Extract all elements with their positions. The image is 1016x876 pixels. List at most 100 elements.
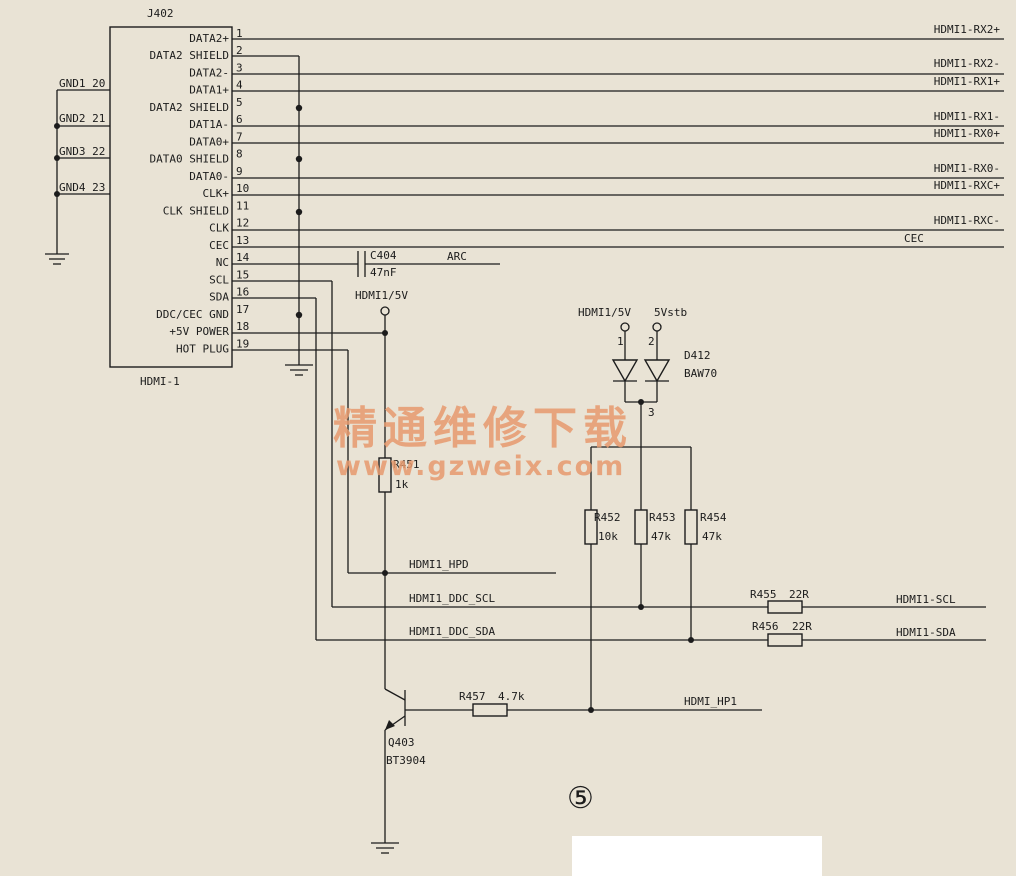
pin-number: 19	[236, 337, 249, 350]
pin-number: 1	[236, 27, 243, 40]
diode-b-triangle	[643, 359, 671, 383]
pin-number: 14	[236, 251, 250, 264]
q403-emitter-arrow	[385, 720, 395, 730]
diode-a-triangle	[611, 359, 639, 383]
gnd3-label: GND3 22	[59, 145, 105, 158]
pin-number: 4	[236, 79, 243, 92]
pin-name: DATA2+	[189, 32, 229, 45]
pin-name: DDC/CEC GND	[156, 308, 229, 321]
pin-number: 15	[236, 268, 249, 281]
watermark-chinese: 精通维修下载	[333, 403, 633, 454]
paper-patch	[572, 836, 822, 876]
d412-pin1: 1	[617, 335, 624, 348]
pin-name: DATA2-	[189, 66, 229, 79]
watermark-url: www.gzweix.com	[336, 451, 625, 482]
r451-ref: R451	[393, 458, 420, 471]
ddc-hpd-wiring	[232, 280, 986, 641]
transistor-q403: Q403 BT3904	[371, 573, 473, 854]
ddc-scl-net-label: HDMI1_DDC_SCL	[409, 592, 495, 605]
pin-number: 17	[236, 303, 249, 316]
connector-name: HDMI-1	[140, 375, 180, 388]
net-rx1-plus: HDMI1-RX1+	[934, 75, 1001, 88]
connector-ref: J402	[147, 7, 174, 20]
pin-name: DAT1A-	[189, 118, 229, 131]
right-net-labels: HDMI1-RX2+ HDMI1-RX2- HDMI1-RX1+ HDMI1-R…	[904, 23, 1000, 245]
pin-name: CEC	[209, 239, 229, 252]
arc-net-label: ARC	[447, 250, 467, 263]
hp1-net-label: HDMI_HP1	[684, 695, 737, 708]
ddc-net-labels: HDMI1_HPD HDMI1_DDC_SCL HDMI1_DDC_SDA	[409, 558, 495, 638]
watermark: 精通维修下载 www.gzweix.com	[333, 403, 633, 482]
gnd1-label: GND1 20	[59, 77, 105, 90]
pin-name: DATA0-	[189, 170, 229, 183]
pin-name: DATA0+	[189, 135, 229, 148]
resistor-r456-body	[767, 633, 803, 647]
ddc-sda-net-label: HDMI1_DDC_SDA	[409, 625, 495, 638]
r455-ref: R455	[750, 588, 777, 601]
ground-symbol-q403	[371, 842, 399, 854]
ground-symbol-left	[45, 253, 69, 265]
tmds-net-lines	[232, 38, 1004, 248]
gnd4-label: GND4 23	[59, 181, 105, 194]
net-rx2-plus: HDMI1-RX2+	[934, 23, 1001, 36]
pin-name: DATA0 SHIELD	[150, 153, 229, 166]
series-resistors: R455 22R R456 22R HDMI1-SCL HDMI1-SDA	[750, 588, 956, 647]
hdmi5v-label-b: HDMI1/5V	[578, 306, 631, 319]
pin-name: DATA1+	[189, 84, 229, 97]
r452-value: 10k	[598, 530, 618, 543]
pin-number: 11	[236, 199, 249, 212]
q403-part: BT3904	[386, 754, 426, 767]
r454-ref: R454	[700, 511, 727, 524]
resistor-r455-body	[767, 600, 803, 614]
pin-name: CLK+	[203, 187, 230, 200]
net-cec: CEC	[904, 232, 924, 245]
connector-body	[109, 26, 233, 368]
net-rx2-minus: HDMI1-RX2-	[934, 57, 1000, 70]
connector-ground-pins: GND1 20 GND2 21 GND3 22 GND4 23	[45, 77, 110, 265]
hdmi5v-terminal-b	[620, 322, 630, 332]
shield-ground-bus	[232, 55, 313, 376]
pin-number: 13	[236, 234, 249, 247]
hdmi5v-label-a: HDMI1/5V	[355, 289, 408, 302]
ground-symbol-shield	[285, 364, 313, 376]
gnd2-label: GND2 21	[59, 112, 105, 125]
pin-number: 16	[236, 286, 249, 299]
d412-part: BAW70	[684, 367, 717, 380]
diode-d412-group: HDMI1/5V 5Vstb 1 2 3 D412 BAW70 R452 10k…	[578, 306, 727, 710]
pin-name: +5V POWER	[169, 325, 229, 338]
d412-pin3: 3	[648, 406, 655, 419]
stby-terminal	[652, 322, 662, 332]
q403-ref: Q403	[388, 736, 415, 749]
d412-ref: D412	[684, 349, 711, 362]
r457-ref: R457	[459, 690, 486, 703]
r452-ref: R452	[594, 511, 621, 524]
pin-name: HOT PLUG	[176, 342, 229, 355]
hdmi5v-terminal-a	[380, 306, 390, 316]
pin-name: NC	[216, 256, 229, 269]
r453-ref: R453	[649, 511, 676, 524]
net-rxc-minus: HDMI1-RXC-	[934, 214, 1000, 227]
resistor-r453-body	[634, 509, 648, 545]
pin-name: DATA2 SHIELD	[150, 49, 229, 62]
stby-label: 5Vstb	[654, 306, 687, 319]
r456-ref: R456	[752, 620, 779, 633]
c404-value: 47nF	[370, 266, 397, 279]
pullup-r451: HDMI1/5V R451 1k	[355, 289, 420, 573]
r457-value: 4.7k	[498, 690, 525, 703]
pin-number: 12	[236, 217, 249, 230]
resistor-r457-group: R457 4.7k HDMI_HP1	[459, 690, 762, 717]
hpd-net-label: HDMI1_HPD	[409, 558, 469, 571]
out-sda-net-label: HDMI1-SDA	[896, 626, 956, 639]
pin-name: CLK SHIELD	[163, 204, 229, 217]
pin-number: 10	[236, 182, 249, 195]
net-rxc-plus: HDMI1-RXC+	[934, 179, 1001, 192]
pin-number: 7	[236, 130, 243, 143]
c404-ref: C404	[370, 249, 397, 262]
pin-number: 2	[236, 44, 243, 57]
net-rx0-minus: HDMI1-RX0-	[934, 162, 1000, 175]
r451-value: 1k	[395, 478, 409, 491]
pin-number: 9	[236, 165, 243, 178]
d412-pin2: 2	[648, 335, 655, 348]
pin-name: SDA	[209, 291, 229, 304]
